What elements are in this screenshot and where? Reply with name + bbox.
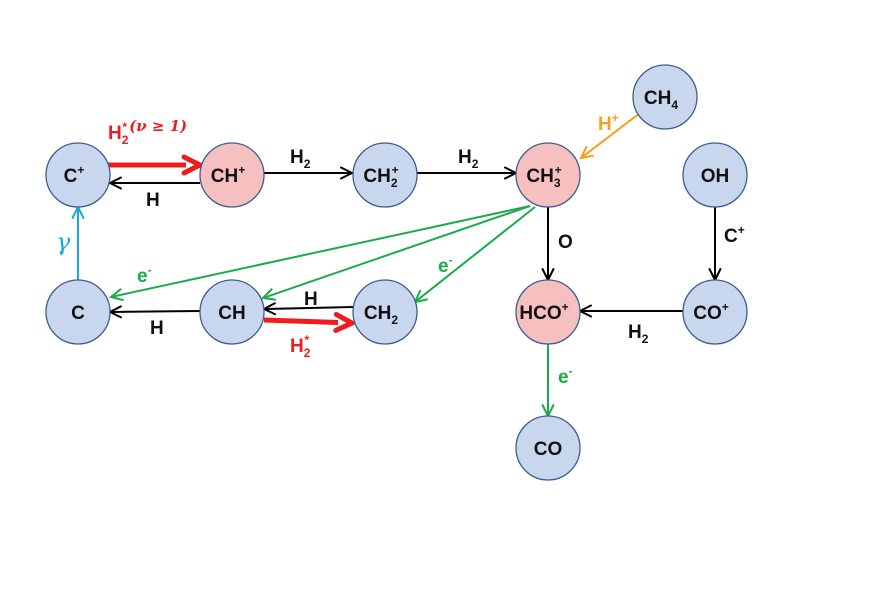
edge-h2star-v-cp-chp bbox=[108, 154, 206, 176]
edge-h2star-ch-ch2-arrowhead bbox=[333, 311, 358, 333]
edge-e-ch3p-ch2-line bbox=[415, 206, 536, 302]
edge-label-h-ch-c: H bbox=[150, 318, 164, 339]
edge-h2-ch2p-ch3p bbox=[417, 166, 519, 180]
edge-label-e-ch3p-ch2: e- bbox=[438, 253, 453, 277]
edge-h2-chp-ch2p bbox=[264, 166, 355, 180]
edge-hplus-ch4-ch3p bbox=[579, 112, 641, 160]
edge-label-o-ch3p-hcop: O bbox=[558, 232, 573, 253]
edge-label-h-chp-cp: H bbox=[146, 190, 160, 211]
edge-label-h2star-v-cp-chp: H2*(ν ≥ 1) bbox=[108, 117, 187, 147]
node-label-cop: CO+ bbox=[693, 300, 729, 324]
edge-label-hplus-ch4-ch3p: H+ bbox=[598, 111, 619, 135]
node-label-ch4: CH4 bbox=[644, 88, 678, 112]
edge-h2star-ch-ch2 bbox=[263, 311, 358, 333]
node-label-chp: CH+ bbox=[211, 163, 245, 187]
node-hcop: HCO+ bbox=[515, 279, 581, 345]
node-co: CO bbox=[515, 415, 581, 481]
node-label-hcop: HCO+ bbox=[519, 300, 568, 324]
node-circle-hcop bbox=[515, 279, 581, 345]
node-label-co: CO bbox=[534, 439, 563, 460]
node-circle-oh bbox=[682, 142, 748, 208]
edge-label-h2star-ch-ch2: H2* bbox=[290, 333, 311, 360]
node-ch4: CH4 bbox=[632, 64, 698, 130]
node-circle-cp bbox=[45, 142, 111, 208]
edge-h2-cop-hcop bbox=[577, 304, 683, 318]
node-chp: CH+ bbox=[199, 142, 265, 208]
edge-e-hcop-co bbox=[541, 344, 555, 419]
edge-e-ch3p-c-line bbox=[112, 205, 531, 298]
node-circle-ch3p bbox=[515, 142, 581, 208]
edge-e-ch3p-ch-arrowhead bbox=[260, 288, 277, 301]
node-ch: CH bbox=[199, 279, 265, 345]
edge-label-h2-cop-hcop: H2 bbox=[628, 322, 649, 346]
edge-h2star-v-cp-chp-arrowhead bbox=[181, 154, 206, 176]
edge-e-ch3p-ch bbox=[260, 205, 531, 301]
node-cp: C+ bbox=[45, 142, 111, 208]
edge-label-h2-ch2p-ch3p: H2 bbox=[458, 147, 479, 171]
node-ch3p: CH3+ bbox=[515, 142, 581, 208]
edge-o-ch3p-hcop bbox=[541, 207, 555, 283]
node-ch2: CH2 bbox=[352, 279, 418, 345]
edge-cplus-oh-cop bbox=[708, 207, 722, 283]
edge-h-chp-cp bbox=[107, 176, 200, 190]
node-label-ch3p: CH3+ bbox=[526, 163, 561, 190]
node-label-ch2p: CH2+ bbox=[363, 163, 398, 190]
edge-h2-chp-ch2p-arrowhead bbox=[340, 166, 355, 180]
edge-e-ch3p-ch2 bbox=[413, 206, 536, 304]
edge-label-h-ch2-ch: H bbox=[304, 289, 318, 310]
edge-e-ch3p-ch-line bbox=[264, 205, 531, 299]
node-circle-co bbox=[515, 415, 581, 481]
node-label-oh: OH bbox=[701, 166, 730, 187]
edge-h-chp-cp-arrowhead bbox=[107, 176, 122, 190]
edge-hplus-ch4-ch3p-arrowhead bbox=[579, 145, 595, 160]
node-label-ch2: CH2 bbox=[364, 303, 398, 327]
node-circle-c bbox=[45, 279, 111, 345]
node-label-cp: C+ bbox=[64, 163, 85, 187]
edge-e-ch3p-c bbox=[108, 205, 531, 302]
node-cop: CO+ bbox=[682, 279, 748, 345]
node-circle-ch2 bbox=[352, 279, 418, 345]
edge-label-cplus-oh-cop: C+ bbox=[724, 223, 745, 247]
edge-h2star-ch-ch2-line bbox=[263, 317, 339, 326]
edge-label-h2-chp-ch2p: H2 bbox=[290, 147, 311, 171]
edge-gamma-c-cp bbox=[71, 204, 85, 280]
node-circle-ch bbox=[199, 279, 265, 345]
node-c: C bbox=[45, 279, 111, 345]
node-ch2p: CH2+ bbox=[352, 142, 418, 208]
node-circle-ch4 bbox=[632, 64, 698, 130]
reaction-edges bbox=[71, 112, 722, 419]
edge-h-ch-c-line bbox=[111, 310, 201, 313]
node-circle-chp bbox=[199, 142, 265, 208]
edge-h-ch-c bbox=[107, 305, 201, 319]
node-oh: OH bbox=[682, 142, 748, 208]
edge-hplus-ch4-ch3p-line bbox=[581, 112, 641, 158]
edge-label-e-hcop-co: e- bbox=[558, 364, 573, 388]
node-label-ch: CH bbox=[218, 303, 245, 324]
node-circle-ch2p bbox=[352, 142, 418, 208]
edge-e-ch3p-c-arrowhead bbox=[108, 288, 124, 302]
edge-label-e-ch3p-c: e- bbox=[137, 263, 152, 287]
node-label-c: C bbox=[71, 303, 85, 324]
node-circle-cop bbox=[682, 279, 748, 345]
edge-label-gamma-c-cp: γ bbox=[56, 228, 71, 256]
edge-h-ch2-ch-line bbox=[265, 306, 354, 310]
